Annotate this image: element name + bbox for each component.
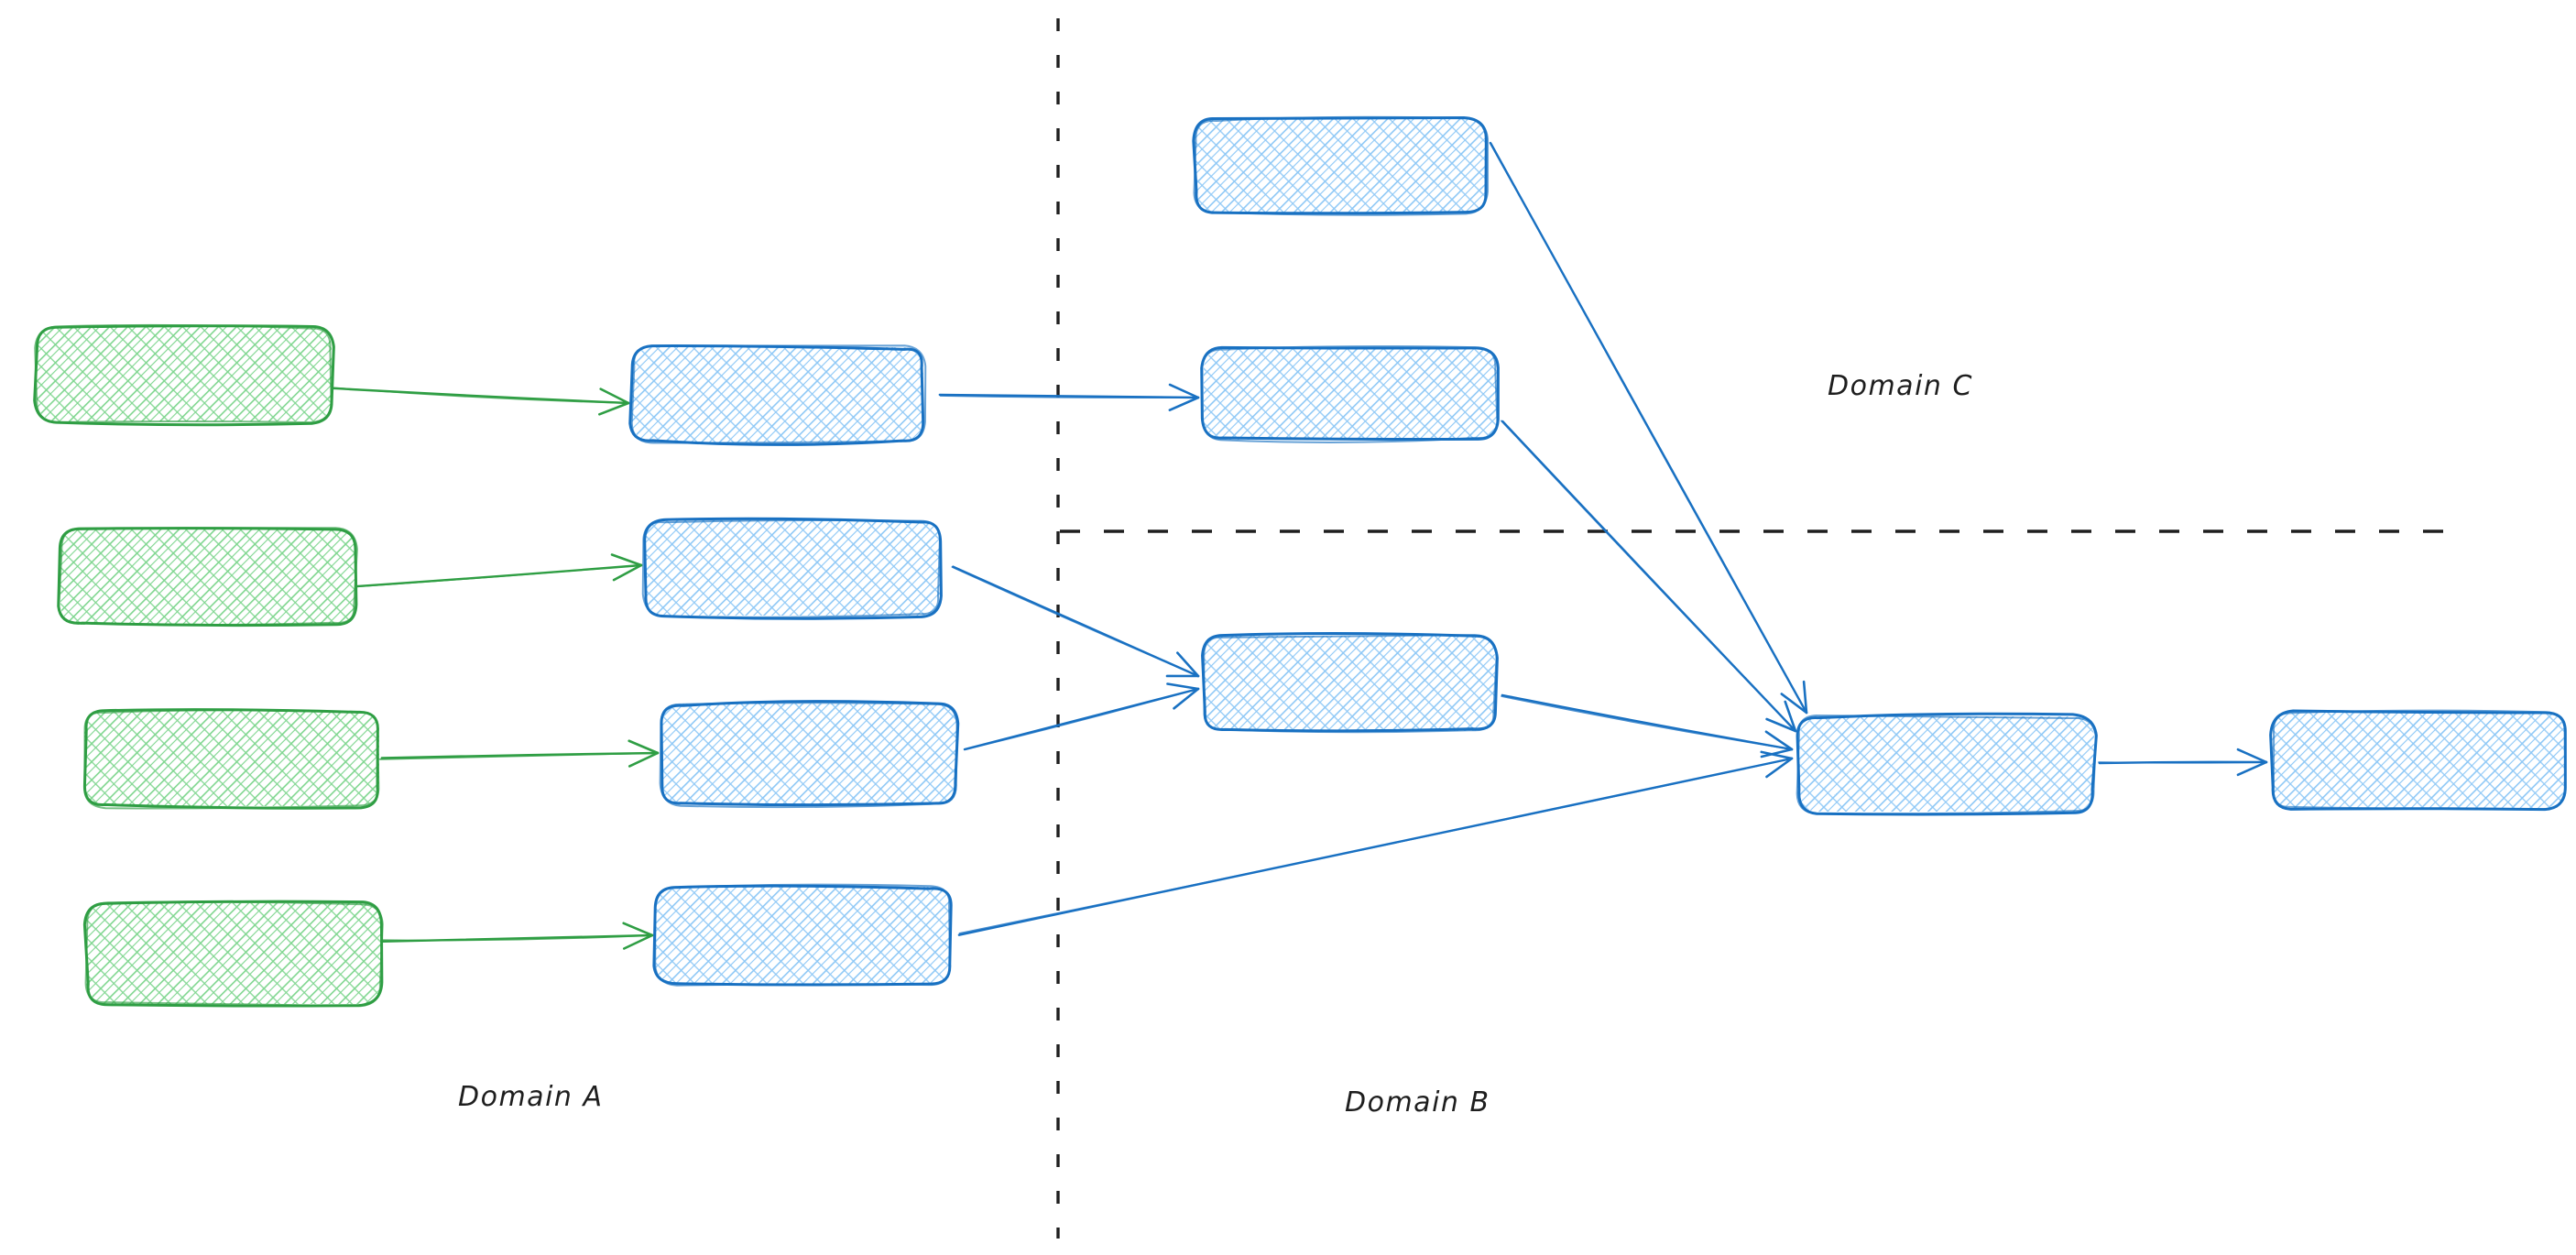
node-c1[interactable]: [1192, 115, 1490, 216]
node-b3[interactable]: [659, 700, 960, 809]
edge-e-a4-b4: [380, 922, 654, 950]
edge-e-b2-c3: [951, 565, 1200, 678]
node-out[interactable]: [2269, 709, 2567, 812]
edge-layer: [330, 141, 2268, 950]
node-a3[interactable]: [82, 708, 380, 810]
edge-e-a3-b3: [378, 739, 660, 768]
edge-e-c3-hub: [1501, 693, 1794, 758]
edge-e-hub-out: [2098, 748, 2268, 777]
edge-e-a1-b1: [330, 387, 630, 416]
divider-layer: [1056, 18, 2451, 1239]
edge-e-c1-hub: [1489, 141, 1808, 715]
edge-e-b3-c3: [963, 682, 1200, 751]
label-domain-b: Domain B: [1345, 1086, 1490, 1119]
edge-e-b4-hub: [957, 750, 1794, 936]
edge-e-b1-c2: [938, 383, 1200, 411]
label-domain-a: Domain A: [458, 1081, 604, 1113]
label-domain-c: Domain C: [1828, 370, 1973, 402]
node-hub[interactable]: [1796, 712, 2098, 816]
node-c3[interactable]: [1201, 632, 1499, 734]
node-a4[interactable]: [82, 900, 384, 1008]
node-layer: [33, 115, 2567, 1008]
node-a1[interactable]: [33, 323, 335, 427]
node-b2[interactable]: [641, 517, 943, 620]
edge-e-a2-b2: [355, 553, 643, 588]
node-a2[interactable]: [57, 527, 358, 628]
node-b4[interactable]: [652, 883, 953, 987]
edge-e-c2-hub: [1501, 420, 1797, 733]
node-c2[interactable]: [1200, 344, 1500, 443]
node-b1[interactable]: [628, 344, 927, 446]
